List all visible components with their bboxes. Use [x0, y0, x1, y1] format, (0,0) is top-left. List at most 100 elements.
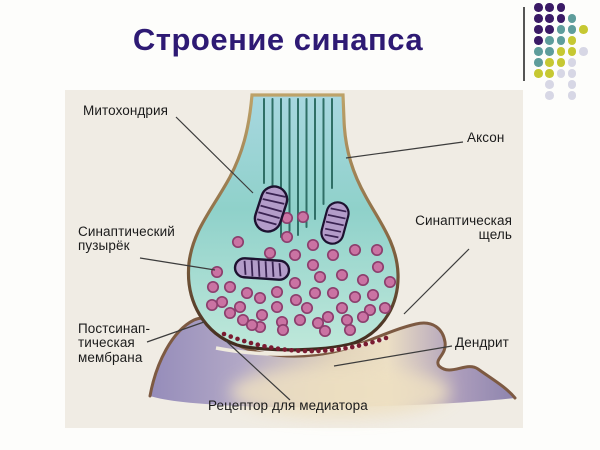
vesicle — [348, 290, 362, 304]
dendrite-shape — [148, 316, 517, 418]
vesicle — [343, 323, 357, 337]
decoration-dot — [534, 58, 543, 67]
vesicle — [296, 210, 310, 224]
decoration-dot — [534, 14, 543, 23]
label-dendrite: Дендрит — [455, 335, 509, 350]
vesicle — [326, 286, 340, 300]
vesicle — [300, 301, 314, 315]
vesicle — [280, 230, 294, 244]
vesicle — [288, 276, 302, 290]
vesicle — [306, 238, 320, 252]
vesicle — [293, 313, 307, 327]
vesicle — [366, 288, 380, 302]
decoration-dot — [545, 80, 554, 89]
decoration-dot — [579, 25, 588, 34]
decoration-dot — [534, 3, 543, 12]
vesicle — [311, 316, 325, 330]
decoration-dot — [567, 58, 577, 67]
vesicle — [255, 308, 269, 322]
pointer-synaptic-cleft — [403, 248, 470, 315]
decoration-dot — [567, 69, 577, 78]
vesicle — [340, 313, 354, 327]
label-synaptic-cleft: Синаптическая щель — [415, 213, 512, 243]
vesicle — [335, 268, 349, 282]
decoration-vertical-line — [523, 7, 525, 81]
page-title: Строение синапса — [132, 22, 424, 57]
decoration-dot — [556, 36, 566, 45]
decoration-dot — [556, 25, 566, 34]
vesicle — [276, 323, 290, 337]
decoration-dot — [567, 80, 577, 89]
decoration-dot — [567, 91, 577, 100]
vesicle — [356, 310, 370, 324]
vesicle — [306, 258, 320, 272]
pointer-postsynaptic-membrane — [146, 321, 205, 343]
decoration-dot — [545, 91, 554, 100]
decoration-dot — [545, 14, 554, 23]
pointer-lines — [139, 116, 470, 401]
pointer-synaptic-vesicle — [139, 257, 216, 271]
vesicle — [356, 273, 370, 287]
label-receptor: Рецептор для медиатора — [208, 398, 368, 413]
vesicle — [383, 275, 397, 289]
decoration-dot — [556, 47, 566, 56]
vesicle — [210, 265, 224, 279]
receptor-dots — [221, 331, 389, 354]
synaptic-vesicles — [205, 210, 397, 338]
vesicle — [223, 280, 237, 294]
decoration-dot — [567, 14, 577, 23]
vesicle — [318, 324, 332, 338]
decoration-dot — [545, 36, 554, 45]
vesicle — [308, 286, 322, 300]
vesicle — [245, 318, 259, 332]
vesicle — [348, 243, 362, 257]
vesicle — [270, 300, 284, 314]
pointer-axon — [345, 141, 464, 159]
pointer-mitochondria — [175, 116, 254, 194]
vesicle — [270, 285, 284, 299]
vesicle — [215, 295, 229, 309]
decoration-dot — [534, 47, 543, 56]
decoration-dot — [545, 58, 554, 67]
vesicle — [335, 301, 349, 315]
decoration-dot — [534, 25, 543, 34]
decoration-dot — [545, 69, 554, 78]
vesicle — [289, 293, 303, 307]
mitochondrion-3 — [233, 257, 291, 281]
label-mitochondria: Митохондрия — [83, 103, 169, 118]
decoration-dot — [579, 47, 588, 56]
vesicle — [370, 243, 384, 257]
pointer-dendrite — [333, 345, 453, 367]
decoration-dot — [567, 47, 577, 56]
vesicle — [313, 270, 327, 284]
vesicle — [240, 286, 254, 300]
vesicle — [206, 280, 220, 294]
vesicle — [321, 310, 335, 324]
mitochondrion-2 — [320, 201, 350, 245]
vesicle — [371, 260, 385, 274]
decoration-dot — [545, 47, 554, 56]
vesicle — [231, 235, 245, 249]
decoration-dot — [556, 14, 566, 23]
vesicle — [263, 246, 277, 260]
vesicle — [205, 298, 219, 312]
decoration-dot — [556, 69, 566, 78]
vesicle — [236, 313, 250, 327]
vesicle — [378, 301, 392, 315]
decoration-dot — [567, 25, 577, 34]
label-postsynaptic-membrane: Постсинап- тическая мембрана — [78, 321, 151, 365]
vesicle — [326, 248, 340, 262]
label-synaptic-vesicle: Синаптический пузырёк — [78, 224, 175, 254]
vesicle — [233, 300, 247, 314]
decoration-dot — [534, 69, 543, 78]
pointer-receptor — [225, 340, 291, 401]
decoration-dot — [567, 36, 577, 45]
decoration-dot — [556, 3, 566, 12]
vesicle — [223, 306, 237, 320]
decoration-dot — [545, 3, 554, 12]
decoration-dot — [534, 36, 543, 45]
decoration-dot — [545, 25, 554, 34]
label-axon: Аксон — [467, 130, 505, 145]
mitochondrion-1 — [253, 185, 289, 233]
